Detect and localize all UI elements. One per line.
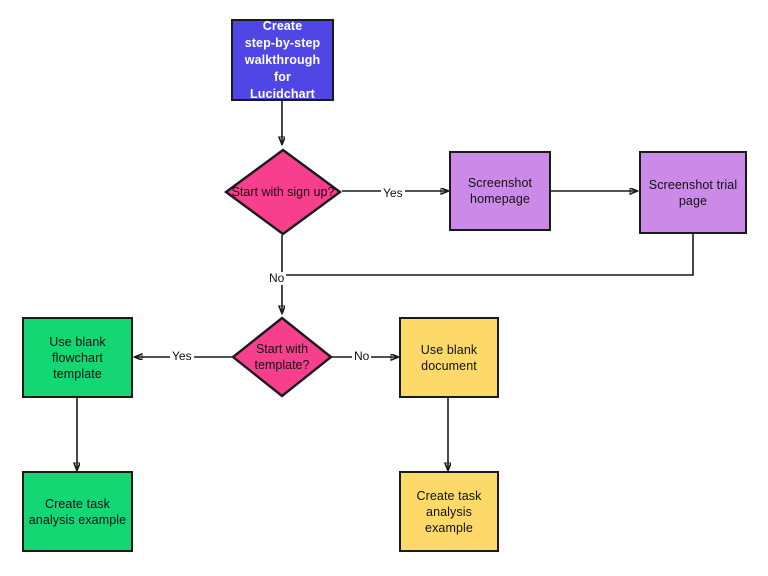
edge-label-template-no: No [352,349,372,363]
node-create-task-analysis-example-left[interactable]: Create task analysis example [22,471,133,552]
node-create-task-analysis-example-right[interactable]: Create task analysis example [399,471,499,552]
node-label: Create step-by-step walkthrough for Luci… [244,18,321,101]
diamond-shape [223,148,343,236]
edge-label-template-yes: Yes [170,349,194,363]
node-decision-start-with-template[interactable]: Start with template? [231,316,333,398]
diamond-shape [231,316,333,398]
node-label: Create task analysis example [416,488,482,535]
node-label: Use blank flowchart template [49,334,106,381]
edge-trial-to-template-path [282,234,694,276]
node-use-blank-flowchart-template[interactable]: Use blank flowchart template [22,317,133,398]
node-label: Create task analysis example [28,496,127,527]
node-label: Use blank document [420,342,478,373]
node-decision-start-with-sign-up[interactable]: Start with sign up? [223,148,343,236]
edge-label-signup-no: No [267,271,287,285]
node-create-walkthrough[interactable]: Create step-by-step walkthrough for Luci… [231,19,334,101]
node-label: Screenshot homepage [467,176,533,206]
node-label: Screenshot trial page [648,177,738,208]
node-screenshot-homepage[interactable]: Screenshot homepage [449,151,551,231]
edge-label-signup-yes: Yes [381,186,405,200]
node-use-blank-document[interactable]: Use blank document [399,317,499,398]
node-screenshot-trial-page[interactable]: Screenshot trial page [639,151,747,234]
